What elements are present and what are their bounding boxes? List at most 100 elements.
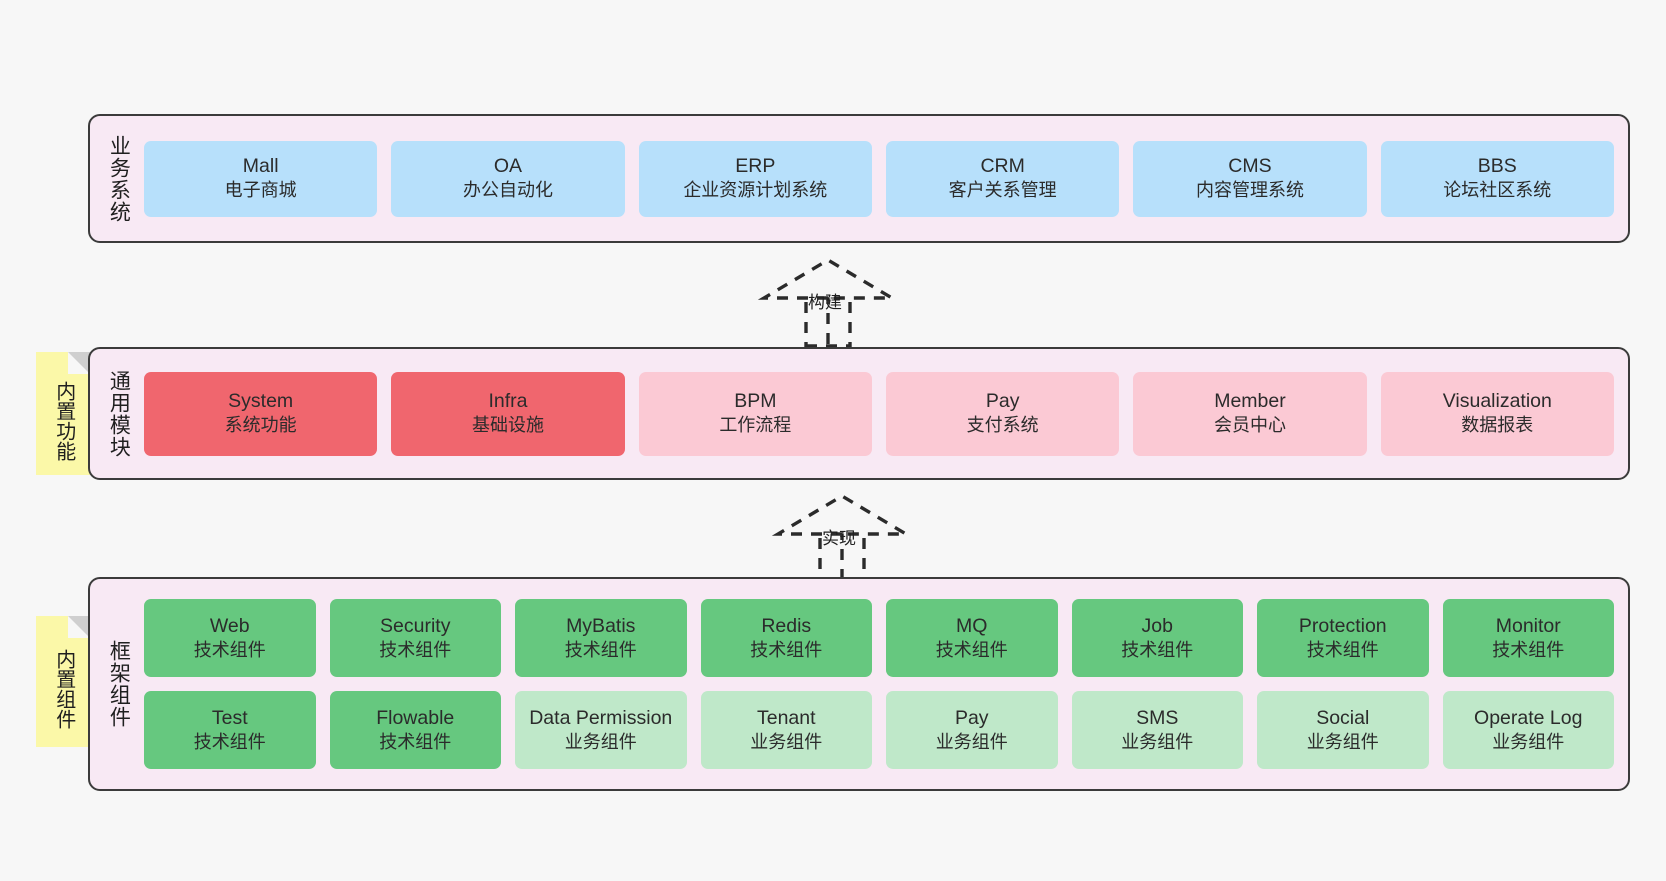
node-title: SMS [1136, 706, 1179, 729]
node-row: Web 技术组件 Security 技术组件 MyBatis 技术组件 Redi… [144, 599, 1614, 677]
sticky-note-builtin-features: 内置功能 [36, 352, 90, 475]
sticky-note-text: 内置功能 [52, 380, 75, 461]
node-title: System [228, 390, 294, 413]
band-body-framework: Web 技术组件 Security 技术组件 MyBatis 技术组件 Redi… [136, 579, 1628, 789]
node-bpm[interactable]: BPM 工作流程 [638, 371, 872, 456]
node-subtitle: 业务组件 [750, 731, 823, 752]
layer-band-common-modules: 通用模块 System 系统功能 Infra 基础设施 BPM 工作流程 Pay… [88, 347, 1630, 480]
node-subtitle: 论坛社区系统 [1443, 180, 1552, 201]
node-title: ERP [735, 155, 776, 178]
node-subtitle: 技术组件 [193, 731, 266, 752]
connector-label-build: 构建 [808, 293, 842, 312]
node-security[interactable]: Security 技术组件 [329, 599, 501, 677]
node-subtitle: 业务组件 [1121, 731, 1194, 752]
node-title: Data Permission [529, 706, 673, 729]
node-subtitle: 客户关系管理 [948, 180, 1057, 201]
node-title: Member [1214, 390, 1286, 413]
connector-build: 构建 [757, 258, 899, 348]
node-mybatis[interactable]: MyBatis 技术组件 [515, 599, 687, 677]
node-sms[interactable]: SMS 业务组件 [1071, 691, 1243, 769]
sticky-note-text: 内置组件 [52, 648, 75, 729]
node-system[interactable]: System 系统功能 [144, 371, 378, 456]
node-title: MyBatis [566, 614, 636, 637]
node-subtitle: 技术组件 [379, 639, 452, 660]
node-title: BBS [1477, 155, 1517, 178]
node-title: Infra [488, 390, 528, 413]
node-cms[interactable]: CMS 内容管理系统 [1133, 140, 1367, 217]
node-subtitle: 支付系统 [966, 415, 1039, 436]
node-pay-component[interactable]: Pay 业务组件 [886, 691, 1058, 769]
node-subtitle: 业务组件 [564, 731, 637, 752]
node-subtitle: 技术组件 [1492, 639, 1565, 660]
node-mall[interactable]: Mall 电子商城 [144, 140, 378, 217]
node-erp[interactable]: ERP 企业资源计划系统 [638, 140, 872, 217]
node-mq[interactable]: MQ 技术组件 [886, 599, 1058, 677]
node-social[interactable]: Social 业务组件 [1257, 691, 1429, 769]
node-title: Web [209, 614, 250, 637]
layer-band-business: 业务系统 Mall 电子商城 OA 办公自动化 ERP 企业资源计划系统 CRM… [88, 114, 1630, 243]
node-tenant[interactable]: Tenant 业务组件 [700, 691, 872, 769]
node-title: OA [493, 155, 523, 178]
node-title: Tenant [756, 706, 816, 729]
node-monitor[interactable]: Monitor 技术组件 [1442, 599, 1614, 677]
node-flowable[interactable]: Flowable 技术组件 [329, 691, 501, 769]
node-subtitle: 工作流程 [719, 415, 792, 436]
band-label-common-modules: 通用模块 [107, 369, 131, 458]
node-row: Mall 电子商城 OA 办公自动化 ERP 企业资源计划系统 CRM 客户关系… [144, 140, 1614, 217]
sticky-note-builtin-components: 内置组件 [36, 616, 90, 747]
node-subtitle: 技术组件 [193, 639, 266, 660]
node-job[interactable]: Job 技术组件 [1071, 599, 1243, 677]
band-label-framework: 框架组件 [107, 640, 131, 728]
node-title: Security [380, 614, 451, 637]
node-pay-module[interactable]: Pay 支付系统 [885, 371, 1120, 456]
node-oa[interactable]: OA 办公自动化 [391, 140, 625, 217]
node-title: Mall [242, 155, 279, 178]
node-subtitle: 技术组件 [1121, 639, 1194, 660]
node-crm[interactable]: CRM 客户关系管理 [885, 140, 1120, 217]
node-title: MQ [956, 614, 988, 637]
node-subtitle: 业务组件 [1306, 731, 1379, 752]
node-subtitle: 会员中心 [1213, 415, 1286, 436]
node-subtitle: 技术组件 [564, 639, 637, 660]
node-title: Pay [954, 706, 989, 729]
band-body-business: Mall 电子商城 OA 办公自动化 ERP 企业资源计划系统 CRM 客户关系… [136, 116, 1628, 241]
node-protection[interactable]: Protection 技术组件 [1257, 599, 1429, 677]
generalization-arrow-icon [757, 258, 899, 348]
node-infra[interactable]: Infra 基础设施 [391, 371, 625, 456]
node-data-permission[interactable]: Data Permission 业务组件 [515, 691, 687, 769]
node-bbs[interactable]: BBS 论坛社区系统 [1380, 140, 1614, 217]
node-subtitle: 技术组件 [1306, 639, 1379, 660]
node-visualization[interactable]: Visualization 数据报表 [1380, 371, 1614, 456]
node-row: System 系统功能 Infra 基础设施 BPM 工作流程 Pay 支付系统… [144, 371, 1614, 456]
node-redis[interactable]: Redis 技术组件 [700, 599, 872, 677]
node-subtitle: 业务组件 [935, 731, 1008, 752]
node-row: Test 技术组件 Flowable 技术组件 Data Permission … [144, 691, 1614, 769]
node-title: Test [211, 706, 248, 729]
node-title: Visualization [1442, 390, 1552, 413]
band-label-business: 业务系统 [107, 134, 131, 223]
node-title: Redis [761, 614, 812, 637]
node-subtitle: 系统功能 [224, 415, 297, 436]
layer-band-framework: 框架组件 Web 技术组件 Security 技术组件 MyBatis 技术组件… [88, 577, 1630, 791]
node-web[interactable]: Web 技术组件 [144, 599, 316, 677]
node-subtitle: 技术组件 [379, 731, 452, 752]
node-member[interactable]: Member 会员中心 [1133, 371, 1367, 456]
node-title: CRM [980, 155, 1025, 178]
node-operate-log[interactable]: Operate Log 业务组件 [1442, 691, 1614, 769]
node-subtitle: 技术组件 [750, 639, 823, 660]
node-subtitle: 技术组件 [935, 639, 1008, 660]
node-title: Pay [985, 390, 1020, 413]
node-test[interactable]: Test 技术组件 [144, 691, 316, 769]
node-title: Monitor [1495, 614, 1561, 637]
node-subtitle: 电子商城 [224, 180, 297, 201]
node-title: Job [1141, 614, 1173, 637]
node-subtitle: 数据报表 [1461, 415, 1534, 436]
node-subtitle: 基础设施 [471, 415, 544, 436]
node-title: Social [1316, 706, 1370, 729]
node-subtitle: 办公自动化 [462, 180, 553, 201]
connector-label-implement: 实现 [822, 529, 856, 548]
node-title: CMS [1228, 155, 1272, 178]
node-title: Flowable [376, 706, 455, 729]
node-title: Protection [1298, 614, 1387, 637]
band-body-common-modules: System 系统功能 Infra 基础设施 BPM 工作流程 Pay 支付系统… [136, 349, 1628, 478]
